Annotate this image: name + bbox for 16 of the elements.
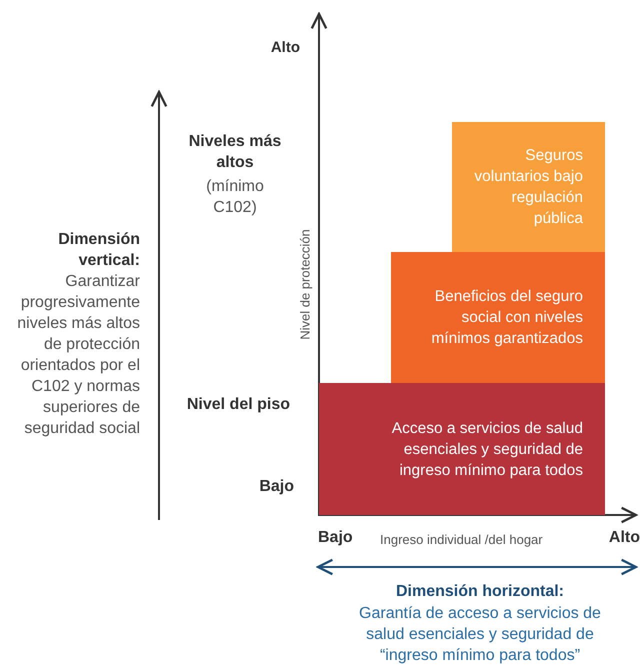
level-label: Nivel del piso: [186, 395, 290, 414]
axis-label: Alto: [270, 38, 300, 57]
level-label: Niveles más altos: [188, 132, 282, 173]
dimension-description: Garantía de acceso a servicios de salud esenciales y seguridad de “ingreso mínimo para todos”: [358, 604, 602, 666]
axis-label: Bajo: [318, 528, 354, 547]
dimension-description: Garantizar progresivamente niveles más altos de protección orientados por el C102 y normas superiores de seguridad social: [16, 272, 140, 439]
axis-title: Ingreso individual /del hogar: [380, 531, 544, 549]
level-note: (mínimo C102): [205, 177, 265, 218]
axis-label: Bajo: [258, 477, 294, 496]
level-block: Acceso a servicios de salud esenciales y seguridad de ingreso mínimo para todos: [319, 383, 605, 515]
axis-title: Nivel de protección: [296, 228, 314, 342]
level-block: Beneficios del seguro social con niveles mínimos garantizados: [391, 252, 605, 383]
dimension-title: Dimensión horizontal:: [395, 582, 565, 601]
level-block: Seguros voluntarios bajo regulación pública: [452, 122, 605, 252]
axis-label: Alto: [608, 528, 640, 547]
dimension-title: Dimensión vertical:: [57, 230, 140, 271]
